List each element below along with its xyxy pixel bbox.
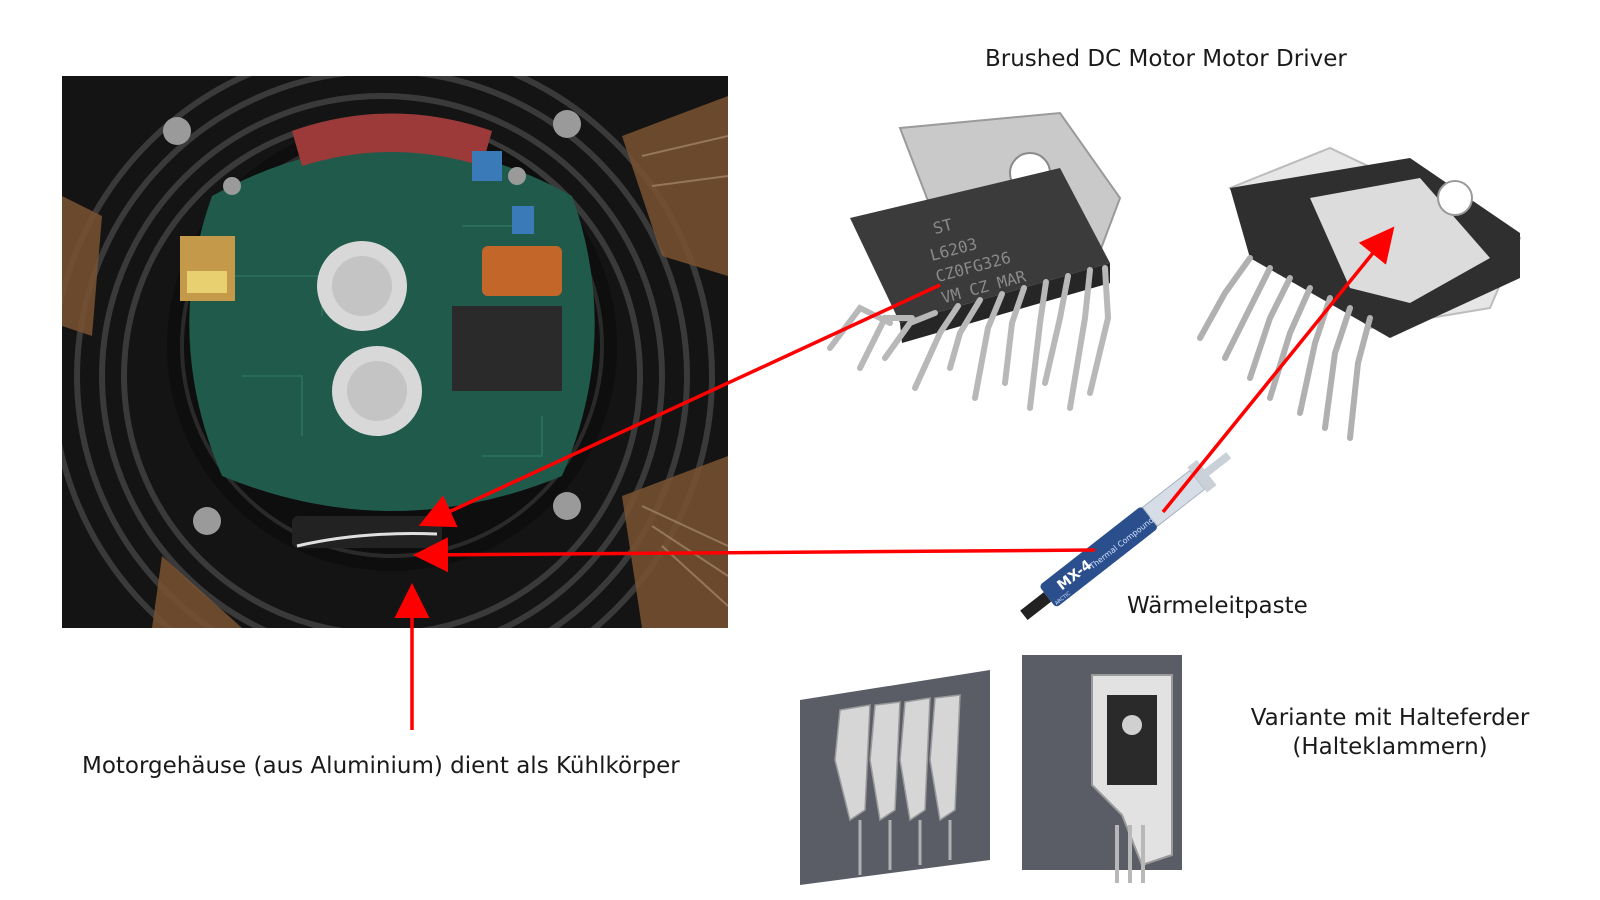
motor-pcb-photo: [62, 76, 728, 628]
clip-variant-single-image: [1022, 655, 1197, 885]
motor-driver-label: Brushed DC Motor Motor Driver: [985, 46, 1347, 72]
chip-brand-logo: ST: [931, 215, 955, 238]
clip-variant-multi-image: [800, 670, 1000, 885]
clip-variant-label-line2: (Halteklammern): [1292, 733, 1488, 760]
clip-variant-label: Variante mit Halteferder (Halteklammern): [1235, 704, 1545, 762]
motor-driver-chip-back: [1190, 138, 1530, 458]
motor-housing-label: Motorgehäuse (aus Aluminium) dient als K…: [82, 753, 680, 779]
motor-driver-chip-front: ST L6203 CZ0FG326 VM CZ MAR: [790, 108, 1170, 438]
thermal-paste-label: Wärmeleitpaste: [1127, 593, 1308, 619]
clip-variant-label-line1: Variante mit Halteferder: [1250, 705, 1530, 731]
